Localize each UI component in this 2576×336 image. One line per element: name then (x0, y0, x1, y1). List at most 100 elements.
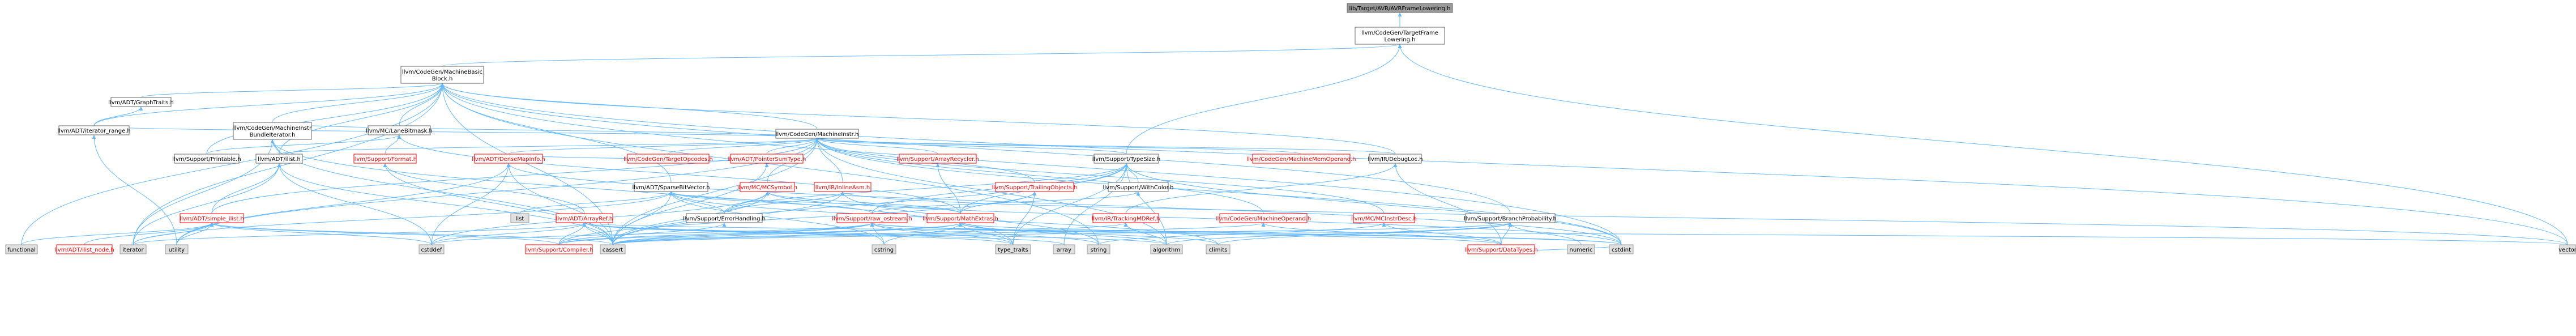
dependency-edge-mathextras-to-typetraits (958, 222, 1014, 245)
node-label: llvm/Support/TypeSize.h (1092, 156, 1161, 163)
dependency-edge-arrayref-to-cstddef (431, 222, 587, 245)
node-label: iterator (122, 247, 144, 253)
dependency-edge-lanebitmask-to-mathextras (397, 134, 961, 214)
node-densemapinfo[interactable]: llvm/ADT/DenseMapInfo.h (472, 154, 545, 164)
node-label: llvm/Support/ArrayRecycler.h (896, 156, 979, 163)
node-format[interactable]: llvm/Support/Format.h (353, 154, 417, 164)
node-box (233, 122, 312, 140)
node-trailingobjects[interactable]: llvm/Support/TrailingObjects.h (992, 182, 1078, 192)
node-box (255, 154, 303, 164)
dependency-edge-debugloc-to-datatypes (1393, 163, 1502, 245)
node-box (1087, 244, 1110, 254)
dependency-edge-sparsebitvector-to-list (519, 191, 673, 214)
node-box (634, 182, 708, 192)
dependency-edge-branchprob-to-climits (1217, 222, 1513, 245)
node-box (1150, 244, 1183, 254)
dependency-edge-mbb-to-graphtraits (140, 83, 445, 98)
dependency-edge-mi-to-arrayrecycler (815, 138, 938, 155)
node-pointersumtype[interactable]: llvm/ADT/PointerSumType.h (728, 154, 806, 164)
dependency-edge-machineoperand-to-cassert (612, 222, 1266, 245)
node-arrayref[interactable]: llvm/ADT/ArrayRef.h (556, 213, 613, 223)
dependency-edge-typesize-to-cstdint (1124, 163, 1622, 245)
node-label: cstring (874, 247, 894, 253)
node-arrayrecycler[interactable]: llvm/Support/ArrayRecycler.h (896, 154, 979, 164)
node-mibundleiter[interactable]: llvm/CodeGen/MachineInstrBundleIterator.… (233, 122, 312, 140)
node-mcinstrdesc[interactable]: llvm/MC/MCInstrDesc.h (1351, 213, 1417, 223)
node-iterrange[interactable]: llvm/ADT/iterator_range.h (57, 125, 131, 135)
node-box (1355, 27, 1445, 45)
node-machineoperand[interactable]: llvm/CodeGen/MachineOperand.h (1216, 213, 1311, 223)
node-mcsymbol[interactable]: llvm/MC/MCSymbol.h (737, 182, 797, 192)
node-memoperand[interactable]: llvm/CodeGen/MachineMemOperand.h (1247, 154, 1356, 164)
node-list: list (510, 213, 529, 223)
node-box (58, 125, 130, 135)
node-string: string (1087, 244, 1110, 254)
node-trackingmdref[interactable]: llvm/IR/TrackingMDRef.h (1092, 213, 1160, 223)
node-root[interactable]: lib/Target/AVR/AVRFrameLowering.h (1347, 3, 1453, 13)
dependency-edge-densemapinfo-to-utility (176, 163, 511, 245)
dependency-edge-mbb-to-vector (440, 83, 2568, 245)
node-iterator: iterator (119, 244, 147, 254)
node-box (1053, 244, 1075, 254)
dependency-edge-sparsebitvector-to-cstring (669, 191, 885, 245)
dependency-edge-mathextras-to-cstdint (958, 222, 1622, 245)
node-targetopcodes[interactable]: llvm/CodeGen/TargetOpcodes.h (623, 154, 713, 164)
node-utility: utility (165, 244, 189, 254)
node-label: cstdint (1612, 247, 1631, 253)
dependency-edge-mi-to-mcinstrdesc (815, 138, 1385, 214)
node-box (353, 154, 417, 164)
dependency-edge-densemapinfo-to-cassert (506, 163, 613, 245)
node-printable[interactable]: llvm/Support/Printable.h (172, 154, 241, 164)
dependency-edge-mathextras-to-climits (958, 222, 1219, 245)
dependency-edge-mathextras-to-cassert (612, 222, 963, 245)
node-functional: functional (5, 244, 38, 254)
node-cstring: cstring (872, 244, 896, 254)
node-label: llvm/Support/Format.h (353, 156, 417, 163)
node-box (1465, 213, 1556, 223)
dependency-edge-mcsymbol-to-cstdint (765, 191, 1622, 245)
dependency-edge-mbb-to-printable (206, 83, 445, 155)
node-label: llvm/MC/MCSymbol.h (737, 185, 797, 191)
node-rawostream[interactable]: llvm/Support/raw_ostream.h (832, 213, 912, 223)
dependency-edge-rawostream-to-cassert (612, 222, 874, 245)
dependency-edge-branchprob-to-numeric (1508, 222, 1582, 245)
dependency-edge-mi-to-simpleilist (211, 138, 819, 214)
node-datatypes[interactable]: llvm/Support/DataTypes.h (1464, 244, 1538, 254)
node-compiler[interactable]: llvm/Support/Compiler.h (524, 244, 593, 254)
node-label: cassert (603, 247, 623, 253)
node-label: array (1057, 247, 1071, 253)
node-ilist[interactable]: llvm/ADT/ilist.h (255, 154, 303, 164)
node-mathextras[interactable]: llvm/Support/MathExtras.h (922, 213, 998, 223)
node-errorhandling[interactable]: llvm/Support/ErrorHandling.h (683, 213, 766, 223)
node-label: string (1091, 247, 1107, 253)
node-inlineasm[interactable]: llvm/IR/InlineAsm.h (814, 182, 872, 192)
dependency-edge-trailingobjects-to-typetraits (1013, 191, 1037, 245)
node-ilistnode[interactable]: llvm/ADT/ilist_node.h (54, 244, 114, 254)
node-branchprob[interactable]: llvm/Support/BranchProbability.h (1464, 213, 1557, 223)
node-simpleilist[interactable]: llvm/ADT/simple_ilist.h (180, 213, 244, 223)
dependency-edge-mi-to-targetopcodes (668, 138, 819, 155)
node-sparsebitvector[interactable]: llvm/ADT/SparseBitVector.h (633, 182, 710, 192)
dependency-edge-mathextras-to-compiler (558, 222, 963, 245)
node-box (110, 97, 172, 107)
node-label: Block.h (432, 76, 453, 82)
node-typesize[interactable]: llvm/Support/TypeSize.h (1092, 154, 1161, 164)
node-debugloc[interactable]: llvm/IR/DebugLoc.h (1368, 154, 1423, 164)
node-box (872, 244, 896, 254)
node-array: array (1053, 244, 1075, 254)
dependency-edge-trackingmdref-to-cassert (612, 222, 1128, 245)
node-box (627, 154, 710, 164)
node-cstddef: cstddef (418, 244, 445, 254)
dependency-edge-branchprob-to-datatypes (1501, 222, 1513, 245)
node-box (1219, 213, 1308, 223)
node-graphtraits[interactable]: llvm/ADT/GraphTraits.h (108, 97, 174, 107)
node-withcolor[interactable]: llvm/Support/WithColor.h (1103, 182, 1174, 192)
node-label: cstddef (421, 247, 442, 253)
dependency-edge-trailingobjects-to-compiler (558, 191, 1037, 245)
node-lanebitmask[interactable]: llvm/MC/LaneBitmask.h (366, 125, 433, 135)
node-algorithm: algorithm (1150, 244, 1183, 254)
node-mi[interactable]: llvm/CodeGen/MachineInstr.h (775, 129, 859, 139)
